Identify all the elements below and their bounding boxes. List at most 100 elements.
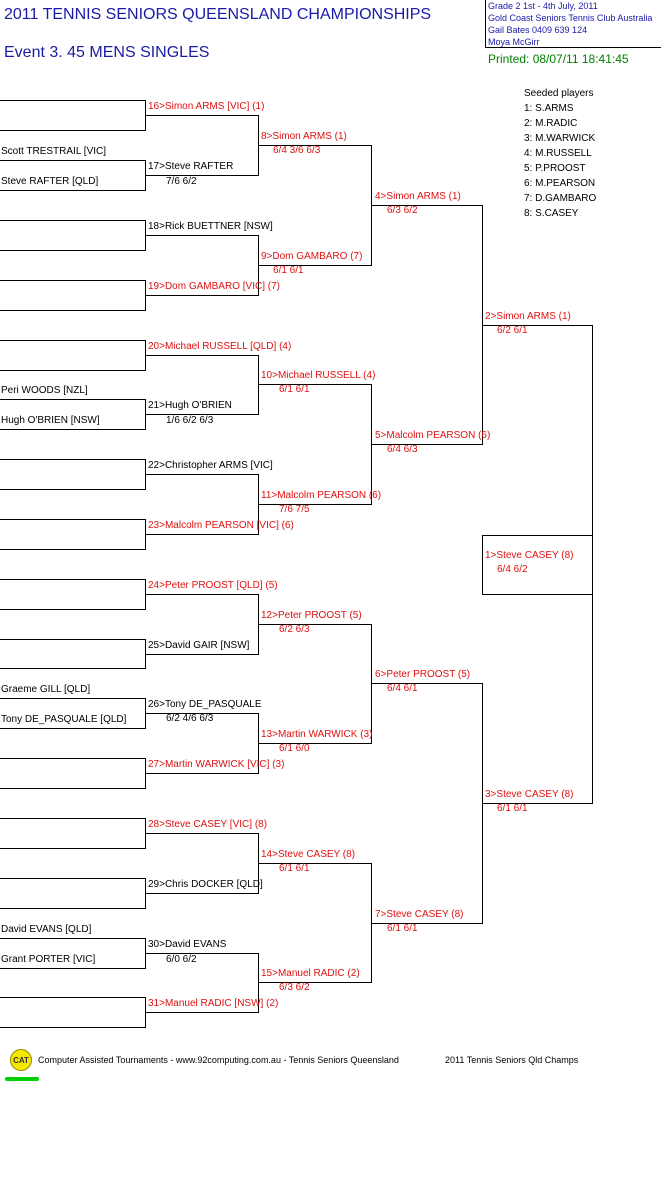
- r2-player: 28>Steve CASEY [VIC] (8): [148, 819, 268, 830]
- r2-player: 26>Tony DE_PASQUALE: [148, 699, 262, 710]
- final-score: 6/4 6/2: [497, 564, 528, 575]
- seed-item: 7: D.GAMBARO: [524, 193, 597, 204]
- r3-score: 6/4 3/6 6/3: [273, 145, 321, 156]
- r3-winner: 10>Michael RUSSELL (4): [261, 370, 376, 381]
- r1-box: [0, 579, 146, 610]
- r2-player: 18>Rick BUETTNER [NSW]: [148, 221, 273, 232]
- r2-player: 24>Peter PROOST [QLD] (5): [148, 580, 278, 591]
- r4-winner: 4>Simon ARMS (1): [375, 191, 461, 202]
- r3-winner: 12>Peter PROOST (5): [261, 610, 362, 621]
- cat-underline: [5, 1077, 39, 1081]
- r2-score: 7/6 6/2: [166, 176, 197, 187]
- r5-winner: 2>Simon ARMS (1): [485, 311, 571, 322]
- r5-score: 6/1 6/1: [497, 803, 528, 814]
- r2-player: 30>David EVANS: [148, 939, 227, 950]
- r1-box: [0, 758, 146, 789]
- info-line: Gail Bates 0409 639 124: [488, 25, 588, 35]
- r1-box: [0, 100, 146, 131]
- r3-winner: 14>Steve CASEY (8): [261, 849, 356, 860]
- seed-item: 5: P.PROOST: [524, 163, 586, 174]
- printed-timestamp: Printed: 08/07/11 18:41:45: [488, 52, 629, 66]
- r2-player: 20>Michael RUSSELL [QLD] (4): [148, 341, 292, 352]
- r2-player: 29>Chris DOCKER [QLD]: [148, 879, 263, 890]
- r2-player: 16>Simon ARMS [VIC] (1): [148, 101, 265, 112]
- info-line: Gold Coast Seniors Tennis Club Australia: [488, 13, 653, 23]
- seeds-heading: Seeded players: [524, 88, 594, 99]
- r1-player: Graeme GILL [QLD]: [1, 684, 91, 695]
- r3-winner: 11>Malcolm PEARSON (6): [261, 490, 382, 501]
- cat-logo-icon: CAT: [10, 1049, 32, 1071]
- event-title: Event 3. 45 MENS SINGLES: [4, 44, 210, 61]
- r1-player: Grant PORTER [VIC]: [1, 954, 96, 965]
- r4-score: 6/4 6/3: [387, 444, 418, 455]
- r1-player: Steve RAFTER [QLD]: [1, 176, 99, 187]
- seed-item: 8: S.CASEY: [524, 208, 579, 219]
- champion: 1>Steve CASEY (8): [485, 550, 574, 561]
- r1-box: [0, 997, 146, 1028]
- r1-player: David EVANS [QLD]: [1, 924, 92, 935]
- r3-score: 6/1 6/1: [279, 863, 310, 874]
- info-line: Grade 2 1st - 4th July, 2011: [488, 1, 598, 11]
- r3-score: 6/3 6/2: [279, 982, 310, 993]
- r3-box: [258, 624, 372, 744]
- info-box: [485, 0, 661, 48]
- r2-player: 27>Martin WARWICK [VIC] (3): [148, 759, 285, 770]
- r1-box: [0, 639, 146, 669]
- r1-player: Peri WOODS [NZL]: [1, 385, 88, 396]
- r3-box: [258, 384, 372, 505]
- footer-credit: Computer Assisted Tournaments - www.92co…: [38, 1055, 399, 1065]
- r3-winner: 15>Manuel RADIC (2): [261, 968, 360, 979]
- r5-winner: 3>Steve CASEY (8): [485, 789, 574, 800]
- r4-box: [371, 683, 483, 924]
- r4-box: [371, 205, 483, 445]
- r3-score: 6/2 6/3: [279, 624, 310, 635]
- r2-player: 23>Malcolm PEARSON [VIC] (6): [148, 520, 294, 531]
- r3-box: [258, 863, 372, 983]
- r3-winner: 8>Simon ARMS (1): [261, 131, 347, 142]
- footer-event: 2011 Tennis Seniors Qld Champs: [445, 1055, 579, 1065]
- r2-score: 6/0 6/2: [166, 954, 197, 965]
- r2-player: 22>Christopher ARMS [VIC]: [148, 460, 273, 471]
- r2-player: 21>Hugh O'BRIEN: [148, 400, 232, 411]
- r1-player: Hugh O'BRIEN [NSW]: [1, 415, 100, 426]
- seed-item: 1: S.ARMS: [524, 103, 574, 114]
- r1-box: [0, 878, 146, 909]
- r3-winner: 13>Martin WARWICK (3): [261, 729, 373, 740]
- r4-winner: 5>Malcolm PEARSON (6): [375, 430, 491, 441]
- r3-score: 7/6 7/5: [279, 504, 310, 515]
- r1-box: [0, 459, 146, 490]
- r3-score: 6/1 6/1: [273, 265, 304, 276]
- r4-winner: 7>Steve CASEY (8): [375, 909, 464, 920]
- r4-score: 6/1 6/1: [387, 923, 418, 934]
- r3-winner: 9>Dom GAMBARO (7): [261, 251, 363, 262]
- r1-player: Tony DE_PASQUALE [QLD]: [1, 714, 127, 725]
- r1-box: [0, 220, 146, 251]
- seeded-players: Seeded players 1: S.ARMS 2: M.RADIC 3: M…: [524, 86, 596, 221]
- seed-item: 4: M.RUSSELL: [524, 148, 592, 159]
- r4-score: 6/3 6/2: [387, 205, 418, 216]
- r2-player: 25>David GAIR [NSW]: [148, 640, 250, 651]
- r1-box: [0, 818, 146, 849]
- seed-item: 2: M.RADIC: [524, 118, 578, 129]
- r2-player: 31>Manuel RADIC [NSW] (2): [148, 998, 279, 1009]
- tournament-info: Grade 2 1st - 4th July, 2011 Gold Coast …: [488, 0, 652, 48]
- page-title: 2011 TENNIS SENIORS QUEENSLAND CHAMPIONS…: [4, 6, 432, 23]
- r2-score: 1/6 6/2 6/3: [166, 415, 214, 426]
- r2-player: 17>Steve RAFTER: [148, 161, 234, 172]
- r2-player: 19>Dom GAMBARO [VIC] (7): [148, 281, 280, 292]
- r3-box: [258, 145, 372, 266]
- r1-player: Scott TRESTRAIL [VIC]: [1, 146, 107, 157]
- r3-score: 6/1 6/1: [279, 384, 310, 395]
- r1-box: [0, 519, 146, 550]
- r2-score: 6/2 4/6 6/3: [166, 713, 214, 724]
- final-box: [482, 535, 593, 595]
- seed-item: 6: M.PEARSON: [524, 178, 596, 189]
- r1-box: [0, 280, 146, 311]
- r4-score: 6/4 6/1: [387, 683, 418, 694]
- r5-score: 6/2 6/1: [497, 325, 528, 336]
- seed-item: 3: M.WARWICK: [524, 133, 596, 144]
- info-line: Moya McGirr: [488, 37, 540, 47]
- r4-winner: 6>Peter PROOST (5): [375, 669, 471, 680]
- r3-score: 6/1 6/0: [279, 743, 310, 754]
